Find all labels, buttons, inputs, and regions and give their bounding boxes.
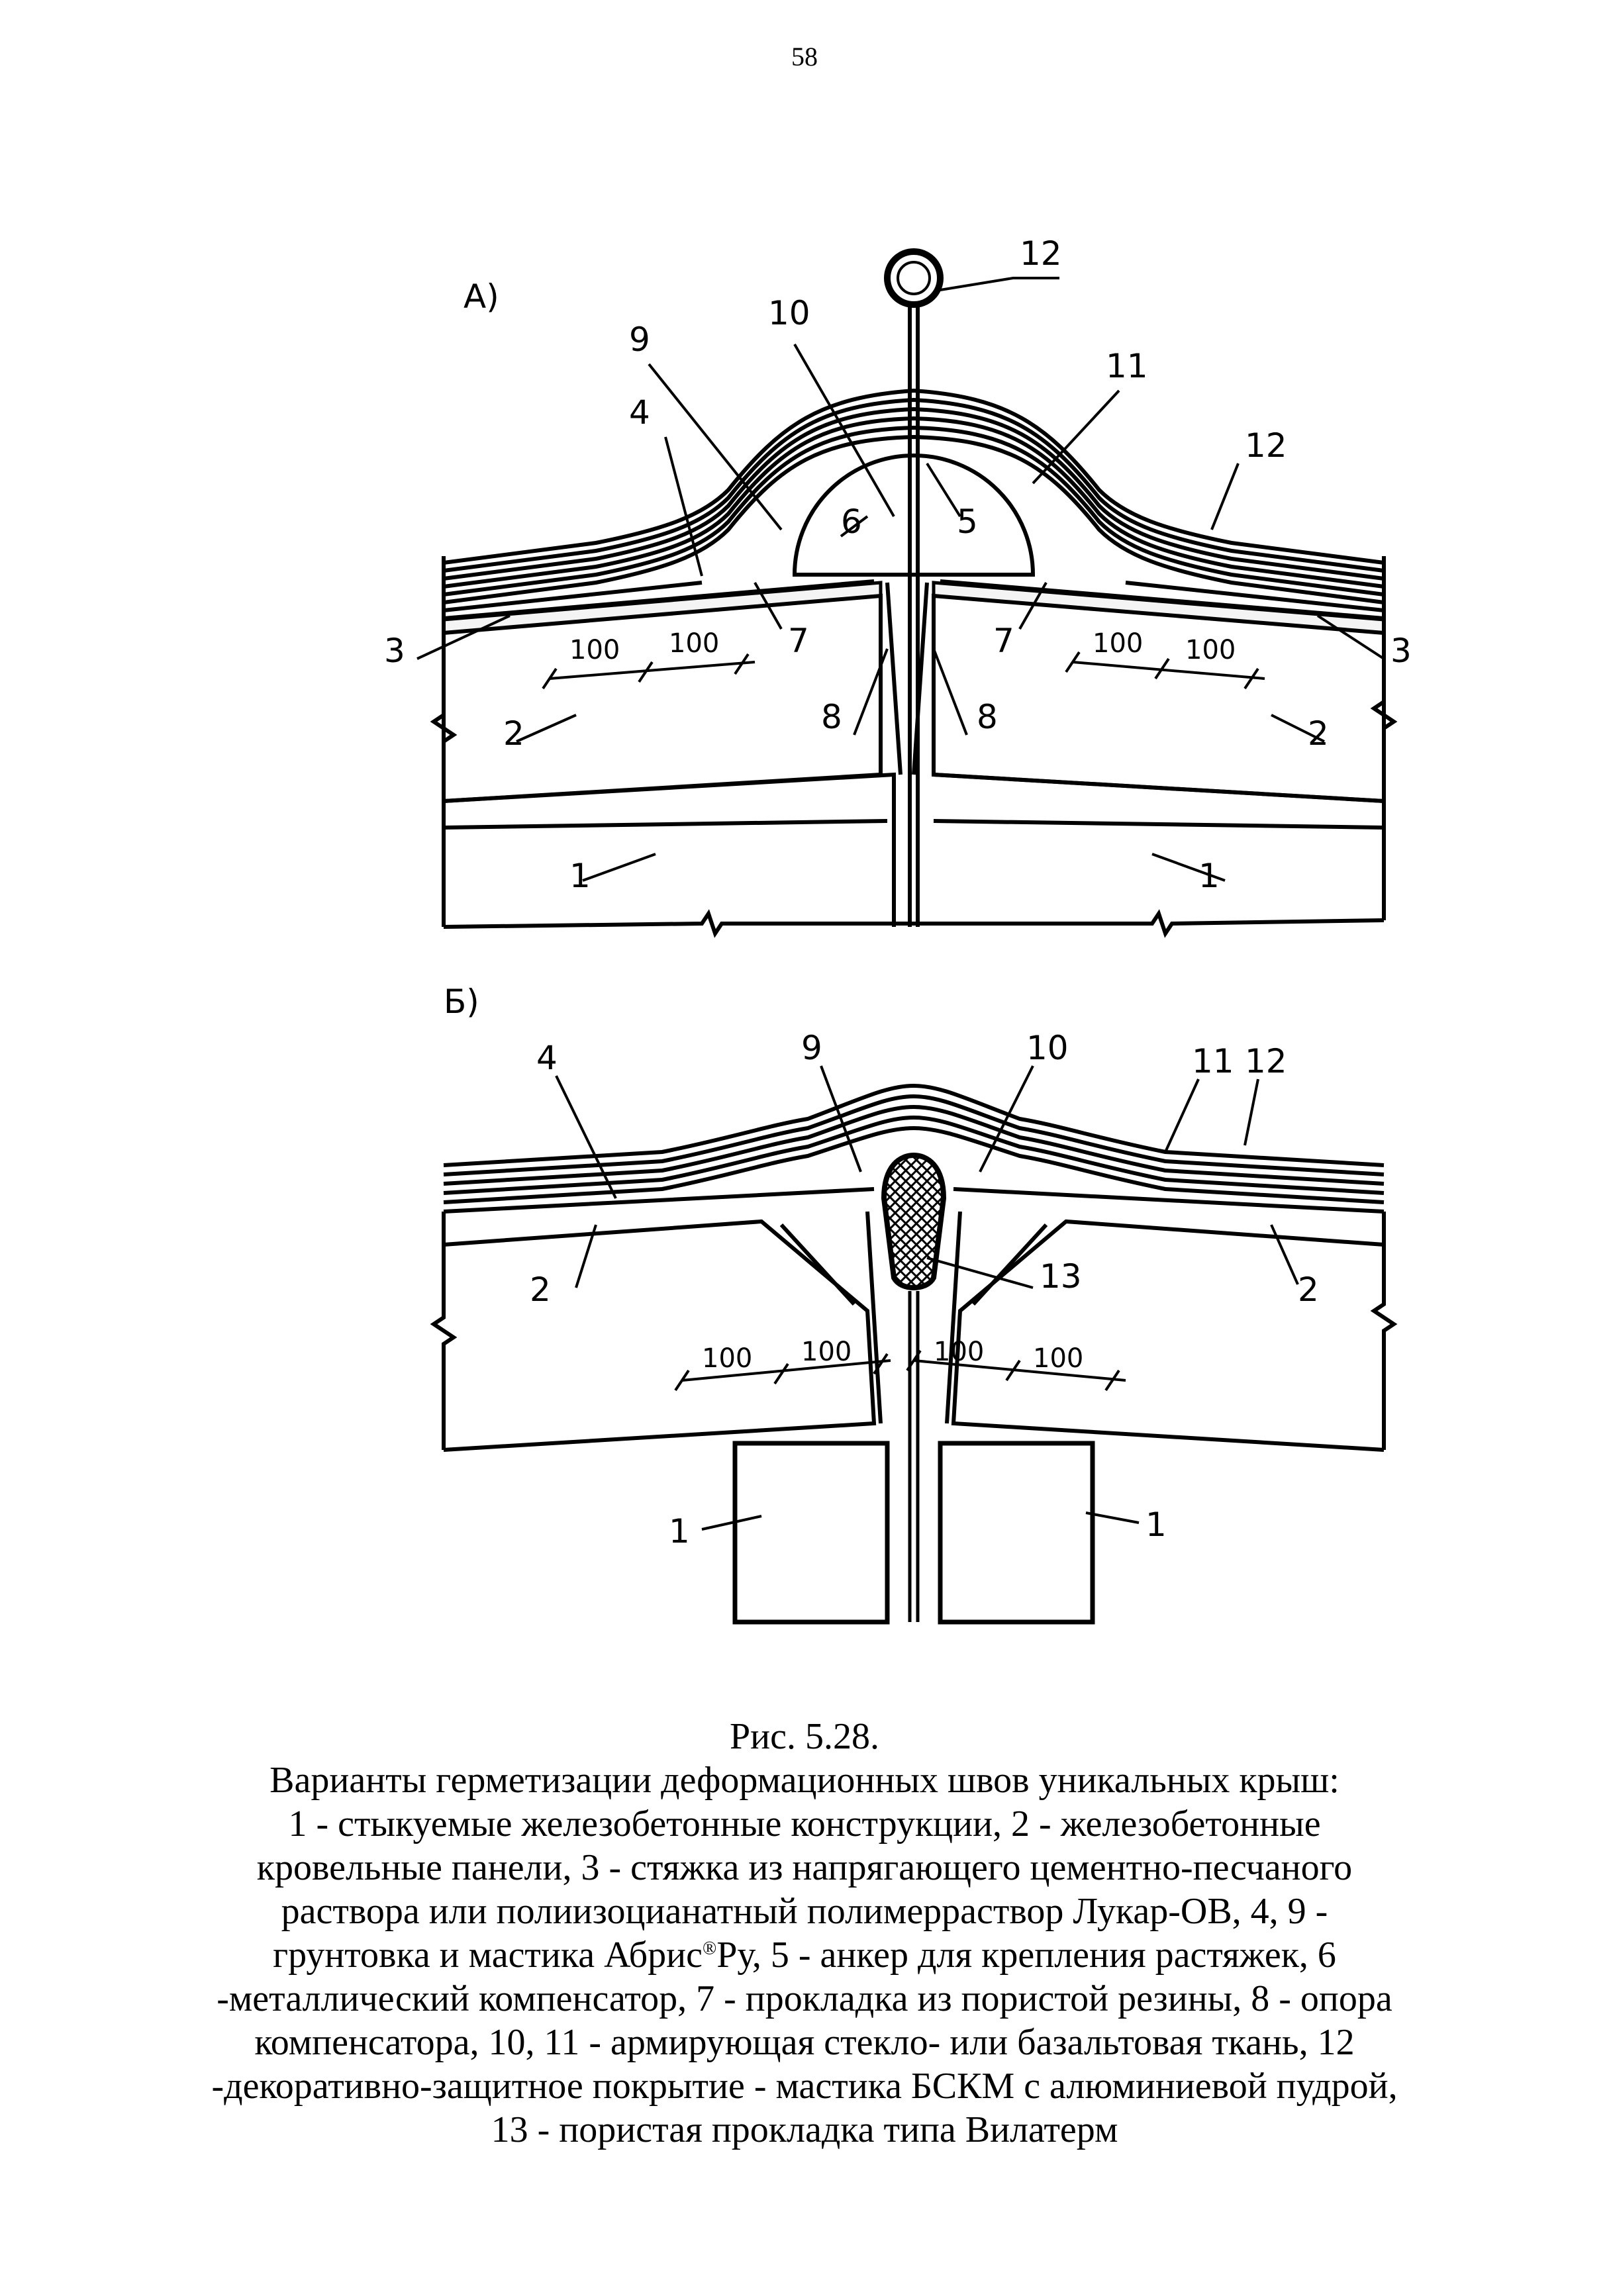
svg-text:8: 8 <box>977 698 998 736</box>
svg-text:4: 4 <box>536 1039 558 1077</box>
svg-text:2: 2 <box>530 1270 551 1309</box>
svg-text:12: 12 <box>1245 426 1287 465</box>
roof-layers-b <box>443 1083 1385 1214</box>
svg-text:4: 4 <box>629 393 650 432</box>
svg-text:100: 100 <box>801 1337 852 1367</box>
concrete-structures-b <box>732 1441 1095 1625</box>
callouts-b: 4 9 10 11 12 2 13 2 1 1 100 100 100 100 <box>530 1029 1319 1551</box>
svg-text:100: 100 <box>934 1337 984 1367</box>
registered-mark: ® <box>703 1938 717 1959</box>
concrete-structures-a <box>430 556 1398 938</box>
anchor-rod <box>908 305 920 927</box>
svg-text:100: 100 <box>1093 628 1143 659</box>
svg-text:100: 100 <box>702 1343 752 1374</box>
svg-text:12: 12 <box>1020 234 1062 273</box>
roof-layers-a <box>443 388 1385 620</box>
figure-legend: 1 - стыкуемые железобетонные конструкции… <box>199 1802 1410 2152</box>
figure-a-label: А) <box>463 277 499 316</box>
dimensions-b <box>674 1349 1126 1392</box>
legend-text-2: Ру, 5 - анкер для крепления растяжек, 6 … <box>211 1935 1398 2150</box>
svg-text:100: 100 <box>569 635 620 665</box>
page-number: 58 <box>791 42 818 72</box>
dimensions-a <box>542 651 1265 690</box>
figure-caption: Рис. 5.28. Варианты герметизации деформа… <box>199 1715 1410 2152</box>
svg-text:2: 2 <box>1298 1270 1319 1309</box>
leaders-b <box>555 1065 1299 1531</box>
figure-a: А) <box>384 234 1412 938</box>
figure-b: Б) <box>430 982 1398 1625</box>
compensator-supports <box>885 582 929 775</box>
svg-text:10: 10 <box>768 294 810 332</box>
svg-text:100: 100 <box>1185 635 1236 665</box>
svg-text:9: 9 <box>629 320 650 359</box>
figure-number: Рис. 5.28. <box>730 1716 879 1757</box>
svg-text:11: 11 <box>1192 1042 1234 1080</box>
svg-text:2: 2 <box>503 714 524 753</box>
metal-compensator <box>792 454 1036 577</box>
svg-text:10: 10 <box>1026 1029 1069 1067</box>
svg-text:13: 13 <box>1040 1257 1082 1296</box>
figure-b-label: Б) <box>444 982 479 1021</box>
callouts-a: 12 10 9 11 4 12 6 5 3 7 7 3 8 8 2 2 1 1 … <box>384 234 1412 895</box>
svg-text:5: 5 <box>957 502 978 541</box>
svg-text:8: 8 <box>821 698 842 736</box>
svg-text:1: 1 <box>669 1512 690 1551</box>
legend-text-1: 1 - стыкуемые железобетонные конструкции… <box>256 1803 1353 1976</box>
figure-title: Варианты герметизации деформационных шво… <box>269 1760 1340 1801</box>
svg-text:1: 1 <box>1146 1506 1167 1544</box>
svg-text:7: 7 <box>788 622 809 660</box>
svg-text:2: 2 <box>1308 714 1329 753</box>
svg-text:12: 12 <box>1245 1042 1287 1080</box>
porous-gasket <box>881 1152 947 1290</box>
svg-text:9: 9 <box>801 1029 822 1067</box>
svg-text:7: 7 <box>993 622 1014 660</box>
svg-text:3: 3 <box>384 632 405 670</box>
svg-text:1: 1 <box>1198 857 1220 895</box>
roof-panels-b <box>430 1211 1398 1452</box>
svg-text:100: 100 <box>1033 1343 1083 1374</box>
svg-text:100: 100 <box>669 628 719 659</box>
svg-text:1: 1 <box>569 857 591 895</box>
svg-text:3: 3 <box>1390 632 1412 670</box>
svg-text:11: 11 <box>1106 347 1148 385</box>
leaders-a <box>416 277 1385 882</box>
svg-text:6: 6 <box>841 502 862 541</box>
